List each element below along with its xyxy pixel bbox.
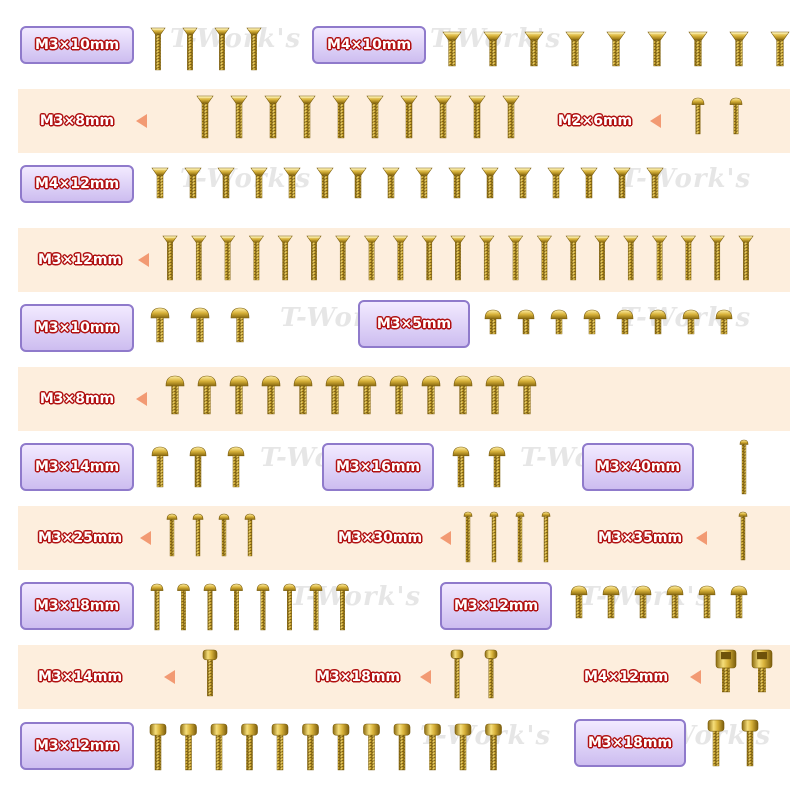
screw [481,167,499,199]
screw [230,307,250,343]
screw [190,307,210,343]
screw [730,585,748,619]
size-label: M3×14mm [37,669,123,685]
screw [256,583,270,631]
size-label: M3×18mm [574,719,686,767]
screw [316,167,334,199]
watermark: T-Work's [620,164,752,194]
screw [363,723,380,771]
watermark: T-Work's [430,24,562,54]
size-label: M3×25mm [37,530,123,546]
screw [688,31,708,67]
screw [180,723,197,771]
size-label: M3×10mm [20,26,134,64]
screw [550,309,568,335]
arrow-left-icon [690,670,701,684]
screw [580,167,598,199]
screw [484,309,502,335]
size-label: M3×12mm [440,582,552,630]
watermark: T-Work's [580,582,712,612]
screw [514,167,532,199]
screw [565,31,585,67]
screw [203,583,217,631]
size-label: M3×14mm [20,443,134,491]
watermark: T-Work's [290,582,422,612]
screw [151,167,169,199]
size-label: M2×6mm [557,113,633,129]
screw [227,446,245,488]
arrow-left-icon [650,114,661,128]
size-label: M3×18mm [315,669,401,685]
screw [332,723,350,771]
size-label: M3×10mm [20,304,134,352]
screw [739,439,749,495]
screw [189,446,207,488]
screw [606,31,626,67]
screw [488,446,506,488]
size-label: M3×16mm [322,443,434,491]
screw [151,446,169,488]
screw [271,723,289,771]
size-label: M3×40mm [582,443,694,491]
size-label: M3×8mm [39,391,115,407]
arrow-left-icon [140,531,151,545]
screw [448,167,466,199]
arrow-left-icon [136,392,147,406]
arrow-left-icon [420,670,431,684]
screw [547,167,565,199]
size-label: M3×18mm [20,582,134,630]
size-label: M3×12mm [20,722,134,770]
size-label: M3×35mm [597,530,683,546]
screw [149,723,167,771]
screw [150,583,164,631]
screw [241,723,258,771]
screw [770,31,790,67]
arrow-left-icon [138,253,149,267]
size-label: M3×30mm [337,530,423,546]
size-label: M3×8mm [39,113,115,129]
arrow-left-icon [440,531,451,545]
screw [177,583,190,631]
arrow-left-icon [164,670,175,684]
watermark: T-Work's [420,721,552,751]
screw [382,167,400,199]
size-label: M4×12mm [583,669,669,685]
arrow-left-icon [696,531,707,545]
screw [150,27,166,71]
screw [729,31,749,67]
screw [583,309,601,335]
row-band-6 [18,367,790,431]
screw [415,167,433,199]
screw [349,167,367,199]
screw [302,723,319,771]
screw [150,307,170,343]
watermark: T-Work's [620,303,752,333]
size-label: M4×10mm [312,26,426,64]
screw [210,723,228,771]
screw [230,583,243,631]
row-band-10 [18,645,790,709]
watermark: T-Work's [180,164,312,194]
size-label: M3×12mm [37,252,123,268]
row-band-2-bg [18,89,790,153]
screw [452,446,470,488]
row-band-4 [18,228,790,292]
arrow-left-icon [136,114,147,128]
size-label: M4×12mm [20,165,134,203]
size-label: M3×5mm [358,300,470,348]
screw [393,723,411,771]
screw [647,31,667,67]
screw [517,309,535,335]
watermark: T-Work's [170,24,302,54]
